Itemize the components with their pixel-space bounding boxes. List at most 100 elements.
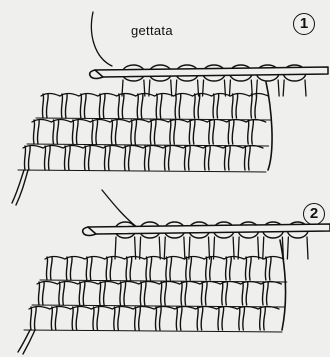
stitch-post xyxy=(114,307,115,330)
stitch-post xyxy=(154,120,156,144)
stitch-post xyxy=(213,94,214,118)
stitch-post xyxy=(161,282,162,305)
loop-strand xyxy=(140,237,141,259)
stitch-loop xyxy=(92,307,113,310)
stitch-post xyxy=(79,282,80,305)
stitch-post xyxy=(236,94,238,118)
stitch-post xyxy=(76,307,78,330)
stitch-post xyxy=(135,307,136,330)
stitch-post xyxy=(84,94,86,118)
loop-strand xyxy=(115,237,116,259)
step-1-badge: 1 xyxy=(293,13,315,35)
stitch-post xyxy=(131,120,132,144)
stitch-post xyxy=(130,257,132,280)
stitch-post xyxy=(176,307,177,330)
stitch-post xyxy=(42,282,44,305)
loop-strand xyxy=(164,237,165,259)
loop-strand xyxy=(229,80,230,96)
stitch-post xyxy=(106,257,107,280)
stitch-post xyxy=(72,120,73,144)
stitch-post xyxy=(28,146,30,170)
stitch-post xyxy=(139,307,141,330)
stitch-post xyxy=(93,307,94,330)
stitch-post xyxy=(124,282,126,305)
stitch-post xyxy=(100,282,101,305)
stitch-post xyxy=(201,307,203,330)
stitch-post xyxy=(92,120,93,144)
stitch-post xyxy=(37,120,39,144)
stitch-post xyxy=(164,146,165,170)
stitch-post xyxy=(72,307,73,330)
loop-strand xyxy=(263,237,264,259)
stitch-post xyxy=(260,307,261,330)
stitch-post xyxy=(170,257,172,280)
loop-strand xyxy=(214,237,215,259)
stitch-post xyxy=(193,120,195,144)
stitch-post xyxy=(144,282,146,305)
stitch-post xyxy=(46,94,48,118)
loop-strand xyxy=(171,80,172,96)
stitch-post xyxy=(168,146,170,170)
stitch-post xyxy=(140,282,141,305)
stitch-post xyxy=(242,282,243,305)
stitch-post xyxy=(135,120,137,144)
stitch-post xyxy=(226,282,228,305)
yarn-tail xyxy=(18,330,30,352)
stitch-post xyxy=(213,120,215,144)
stitch-post xyxy=(111,120,112,144)
stitch-post xyxy=(118,307,120,330)
stitch-post xyxy=(137,94,138,118)
stitch-post xyxy=(249,257,251,280)
stitch-post xyxy=(141,94,143,118)
stitch-post xyxy=(46,257,47,280)
stitch-post xyxy=(264,307,266,330)
yarn-tail xyxy=(12,170,24,203)
stitch-post xyxy=(50,257,52,280)
stitch-post xyxy=(222,282,223,305)
yarn-over-label: gettata xyxy=(131,23,173,38)
stitch-post xyxy=(55,307,57,330)
stitch-post xyxy=(252,120,254,144)
stitch-post xyxy=(230,257,232,280)
stitch-post xyxy=(226,257,227,280)
stitch-loop xyxy=(175,307,196,310)
stitch-post xyxy=(30,307,31,330)
stitch-post xyxy=(218,307,219,330)
stitch-post xyxy=(246,282,248,305)
stitch-post xyxy=(34,307,36,330)
stitch-loop xyxy=(71,307,92,310)
stitch-post xyxy=(224,146,225,170)
stitch-post xyxy=(42,94,43,118)
stitch-post xyxy=(266,282,268,305)
stitch-post xyxy=(174,120,176,144)
step-2-badge: 2 xyxy=(303,203,325,225)
stitch-loop xyxy=(112,307,133,310)
stitch-post xyxy=(144,146,145,170)
stitch-post xyxy=(99,94,100,118)
stitch-post xyxy=(108,146,110,170)
stitch-post xyxy=(228,146,230,170)
working-yarn xyxy=(91,12,112,66)
stitch-post xyxy=(24,146,25,170)
stitch-post xyxy=(70,257,72,280)
stitch-post xyxy=(245,257,246,280)
loop-strand xyxy=(278,80,279,96)
stitch-post xyxy=(165,282,167,305)
stitch-post xyxy=(63,282,65,305)
stitch-post xyxy=(88,146,90,170)
stitch-post xyxy=(269,257,271,280)
loop-strand xyxy=(184,237,185,259)
stitch-loop xyxy=(29,307,50,310)
stitch-post xyxy=(175,94,176,118)
stitch-post xyxy=(204,146,205,170)
stitch-post xyxy=(150,257,152,280)
stitch-post xyxy=(198,94,200,118)
stitch-loop xyxy=(154,307,175,310)
panel-1-illustration xyxy=(12,12,328,205)
stitch-post xyxy=(83,282,85,305)
stitch-post xyxy=(33,120,34,144)
stitch-post xyxy=(197,307,198,330)
stitch-post xyxy=(104,146,105,170)
stitch-post xyxy=(262,282,263,305)
